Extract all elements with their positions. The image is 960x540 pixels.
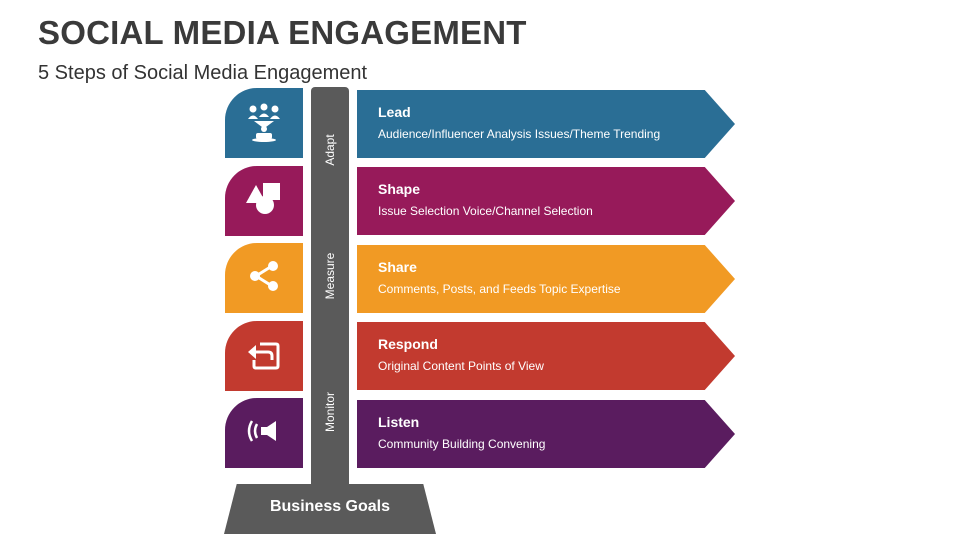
step-icon-tab-lead: [225, 88, 303, 158]
step-respond: Respond Original Content Points of View: [357, 322, 735, 390]
page-subtitle: 5 Steps of Social Media Engagement: [38, 62, 368, 84]
step-description: Issue Selection Voice/Channel Selection: [378, 204, 593, 218]
signpost-base: Business Goals: [224, 484, 436, 534]
page-title: SOCIAL MEDIA ENGAGEMENT: [38, 14, 527, 51]
speaker-icon: [242, 409, 286, 458]
step-title: Shape: [378, 181, 421, 197]
reply-icon: [242, 332, 286, 381]
step-icon-tab-share: [225, 243, 303, 313]
step-listen: Listen Community Building Convening: [357, 400, 735, 468]
pole-label-monitor: Monitor: [323, 391, 337, 433]
step-title: Respond: [378, 336, 438, 352]
step-description: Audience/Influencer Analysis Issues/Them…: [378, 127, 661, 141]
step-shape: Shape Issue Selection Voice/Channel Sele…: [357, 167, 735, 235]
share-icon: [242, 254, 286, 303]
step-icon-tab-respond: [225, 321, 303, 391]
pole-label-adapt: Adapt: [323, 134, 337, 166]
pole-label-measure: Measure: [323, 252, 337, 300]
signpost-pole: [311, 87, 349, 487]
step-icon-tab-shape: [225, 166, 303, 236]
step-title: Lead: [378, 104, 411, 120]
step-icon-tab-listen: [225, 398, 303, 468]
step-description: Community Building Convening: [378, 437, 546, 451]
step-title: Listen: [378, 414, 420, 430]
step-lead: Lead Audience/Influencer Analysis Issues…: [357, 90, 735, 158]
leader-podium-icon: [242, 99, 286, 148]
step-description: Comments, Posts, and Feeds Topic Experti…: [378, 282, 621, 296]
step-title: Share: [378, 259, 417, 275]
step-share: Share Comments, Posts, and Feeds Topic E…: [357, 245, 735, 313]
step-description: Original Content Points of View: [378, 359, 544, 373]
shapes-icon: [242, 177, 286, 226]
base-label: Business Goals: [269, 498, 391, 515]
